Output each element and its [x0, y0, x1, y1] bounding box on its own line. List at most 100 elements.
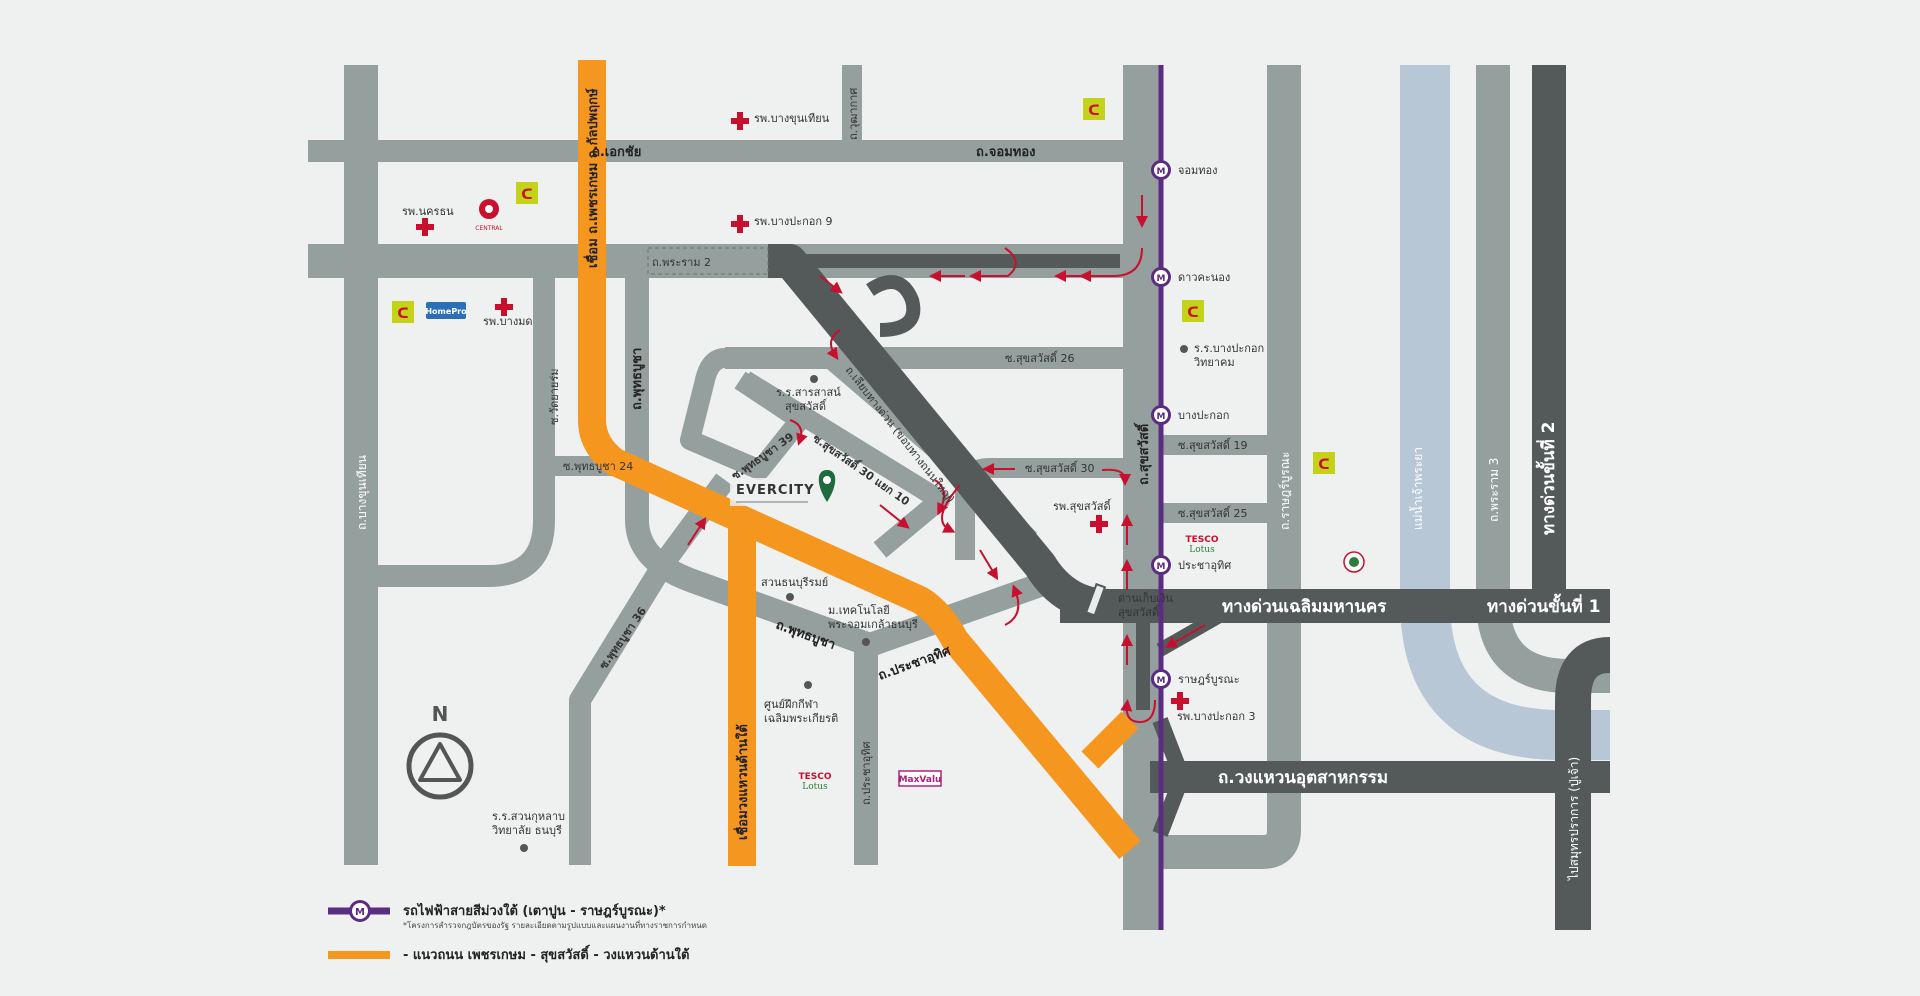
maxvalu-label: MaxValu — [899, 775, 942, 785]
rama2-elevated-marker — [647, 247, 769, 275]
rama2-label: ถ.พระราม 2 — [652, 256, 711, 269]
phutthabucha-24-label: ซ.พุทธบูชา 24 — [563, 460, 633, 473]
suksawat-30-yak-10-soi — [739, 371, 950, 558]
hospital-cross-icon — [1171, 692, 1189, 710]
arrow-project-3 — [879, 504, 910, 529]
phet-link-label: เชื่อม ถ.เพชรเกษม ถ.กัลปพฤกษ์ — [583, 88, 601, 268]
bigc-icon: ᑕ — [397, 306, 408, 322]
arrow-corner — [1101, 468, 1131, 486]
bigc-store: ᑕ — [1313, 452, 1335, 474]
legend-orange-line: - แนวถนน เพชรเกษม - สุขสวัสดิ์ - วงแหวนด… — [328, 944, 689, 963]
metro-m-icon: M — [1157, 167, 1166, 177]
phetkasem-suksawat-route — [578, 60, 1141, 859]
bigc-store: ᑕ — [392, 301, 414, 323]
hospital-suksawat: รพ.สุขสวัสดิ์ — [1053, 498, 1112, 533]
bigc-icon: ᑕ — [1088, 103, 1099, 119]
traffic-arrows — [687, 195, 1206, 724]
arrow-diag-1 — [979, 549, 999, 581]
hospital-cross-icon — [731, 112, 749, 130]
project-logo-label: EVERCITY — [736, 483, 815, 498]
tesco-lotus-store: TESCO Lotus — [1185, 535, 1218, 555]
outer-ring-link-label: เชื่อมวงแหวนด้านใต้ — [733, 724, 751, 840]
north-label: N — [432, 702, 449, 726]
arrow-left-1 — [1079, 247, 1143, 282]
bigc-icon: ᑕ — [521, 187, 532, 203]
metro-m-icon: M — [1157, 412, 1166, 422]
homepro-logo-icon — [426, 302, 466, 319]
tesco-lotus-label: Lotus — [802, 782, 828, 792]
arrow-phutthabucha — [687, 516, 707, 546]
place-markers: รพ.บางขุนเทียน รพ.บางปะกอก 9 รพ.นครธน รพ… — [392, 98, 1365, 852]
pracha-uthit-vertical-label: ถ.ประชาอุทิศ — [860, 742, 873, 805]
arrow-toll — [1164, 624, 1206, 648]
chalerm-expressway-label: ทางด่วนเฉลิมมหานคร — [1222, 597, 1387, 617]
park-label: สวนธนบุรีรมย์ — [761, 576, 828, 589]
compass-icon — [406, 732, 474, 800]
arrow-diag-2 — [1004, 584, 1023, 626]
metro-m-icon: M — [1157, 562, 1166, 572]
industrial-ring-junction — [1152, 717, 1190, 837]
suksawat-label: ถ.สุขสวัสดิ์ — [1133, 422, 1152, 485]
university-label: ม.เทคโนโลยีพระจอมเกล้าธนบุรี — [828, 603, 918, 631]
bigc-store: ᑕ — [1083, 98, 1105, 120]
toll-booth-label-group: ด่านเก็บเงินสุขสวัสดิ์ — [1118, 591, 1173, 619]
ramp-loop — [866, 275, 921, 337]
hospital-cross-icon — [731, 215, 749, 233]
ratburana-label: ถ.ราษฎร์บูรณะ — [1278, 452, 1293, 530]
north-compass: N — [406, 702, 474, 800]
wat-yai-rom-soi — [366, 262, 555, 587]
ratburana-road — [1160, 65, 1301, 869]
university-kmutt: ม.เทคโนโลยีพระจอมเกล้าธนบุรี — [828, 603, 918, 646]
hospital-label: รพ.สุขสวัสดิ์ — [1053, 498, 1112, 513]
hospital-cross-icon — [495, 298, 513, 316]
maxvalu-logo-icon — [898, 770, 942, 787]
purple-line-legend-text: รถไฟฟ้าสายสีม่วงใต้ (เตาปูน - ราษฎร์บูรณ… — [403, 902, 666, 919]
expressway-2-label: ทางด่วนขั้นที่ 2 — [1535, 422, 1559, 535]
metro-m-icon: M — [355, 907, 365, 918]
toll-booth-icon — [1084, 582, 1107, 617]
hospital-bang-pakok-3: รพ.บางปะกอก 3 — [1171, 692, 1256, 723]
school-label: ร.ร.สารสาสน์สุขสวัสดิ์ — [776, 386, 841, 413]
station-label: ประชาอุทิศ — [1178, 559, 1231, 572]
school-suankularb: ร.ร.สวนกุหลาบวิทยาลัย ธนบุรี — [491, 810, 565, 852]
purple-line-legend-note: *โครงการสำรวจกฎบัตรของรัฐ รายละเอียดตามร… — [403, 919, 707, 931]
hospital-bang-pakok-9: รพ.บางปะกอก 9 — [731, 215, 833, 233]
station-pracha-uthit: M ประชาอุทิศ — [1151, 555, 1231, 575]
suksawat-19-label: ซ.สุขสวัสดิ์ 19 — [1178, 437, 1247, 452]
tesco-logo-icon: TESCO — [1185, 535, 1218, 545]
hospital-label: รพ.บางปะกอก 9 — [754, 215, 833, 228]
arrow-ramp-2 — [826, 329, 841, 360]
arrow-u-turn — [1120, 699, 1156, 724]
hospital-label: รพ.บางมด — [483, 315, 533, 328]
legend: M รถไฟฟ้าสายสีม่วงใต้ (เตาปูน - ราษฎร์บู… — [328, 900, 707, 963]
expressway-to-samut-prakan — [1555, 637, 1612, 930]
tesco-lotus-label: Lotus — [1189, 545, 1215, 555]
tesco-logo-icon: TESCO — [798, 772, 831, 782]
bigc-store: ᑕ — [516, 182, 538, 204]
legend-purple-line: M รถไฟฟ้าสายสีม่วงใต้ (เตาปูน - ราษฎร์บู… — [328, 900, 707, 931]
tesco-lotus-store: TESCO Lotus — [798, 772, 831, 792]
sports-center-label: ศูนย์ฝึกกีฬาเฉลิมพระเกียรติ — [764, 698, 838, 725]
hospital-bang-khun-thian: รพ.บางขุนเทียน — [731, 112, 830, 130]
sports-center: ศูนย์ฝึกกีฬาเฉลิมพระเกียรติ — [764, 681, 838, 725]
metro-m-icon: M — [1157, 676, 1166, 686]
bigc-icon: ᑕ — [1187, 305, 1198, 321]
station-ratburana: M ราษฎร์บูรณะ — [1151, 669, 1240, 689]
orange-connector — [1081, 711, 1139, 769]
school-sarasas: ร.ร.สารสาสน์สุขสวัสดิ์ — [776, 375, 841, 413]
hospital-label: รพ.บางขุนเทียน — [754, 112, 830, 125]
bigc-icon: ᑕ — [1318, 457, 1329, 473]
school-bang-pakok: ร.ร.บางปะกอกวิทยาคม — [1180, 342, 1264, 369]
homepro-store: HomePro — [425, 302, 467, 319]
station-dao-khanong: M ดาวคะนอง — [1151, 267, 1230, 287]
industrial-ring-label: ถ.วงแหวนอุตสาหกรรม — [1218, 768, 1388, 788]
project-evercity: EVERCITY — [730, 470, 836, 506]
hospital-bang-mot: รพ.บางมด — [483, 298, 533, 328]
station-label: บางปะกอก — [1178, 409, 1229, 422]
station-label: ราษฎร์บูรณะ — [1178, 673, 1240, 686]
arrow-soi-39 — [789, 419, 808, 446]
rama3-label: ถ.พระราม 3 — [1487, 458, 1501, 522]
arrow-project-2 — [941, 484, 961, 533]
suksawat-25-label: ซ.สุขสวัสดิ์ 25 — [1178, 505, 1247, 520]
